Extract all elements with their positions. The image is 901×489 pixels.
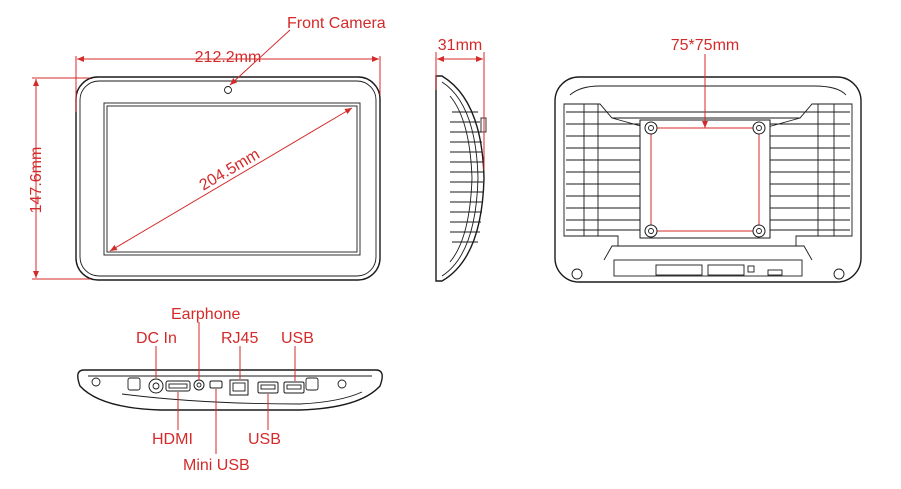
dc-in-port bbox=[148, 378, 164, 394]
depth-dimension-label: 31mm bbox=[438, 37, 482, 54]
width-dimension-label: 212.2mm bbox=[195, 49, 262, 66]
bottom-view: Earphone DC In RJ45 USB HDMI USB Mini US… bbox=[77, 306, 383, 474]
earphone-port bbox=[193, 379, 205, 391]
front-view: 212.2mm 147.6mm 204.5mm Front Camera bbox=[28, 15, 386, 281]
rj45-label: RJ45 bbox=[221, 330, 258, 347]
usb-label-top: USB bbox=[281, 330, 314, 347]
hdmi-label: HDMI bbox=[152, 431, 193, 448]
height-dimension-label: 147.6mm bbox=[28, 147, 45, 214]
screen-area bbox=[103, 102, 361, 256]
earphone-label: Earphone bbox=[171, 306, 240, 323]
front-camera-icon bbox=[224, 86, 232, 94]
front-camera-label: Front Camera bbox=[287, 15, 386, 32]
side-view: 31mm bbox=[435, 37, 487, 282]
tablet-back-body bbox=[554, 76, 862, 283]
diagonal-dimension-label: 204.5mm bbox=[197, 146, 263, 195]
mini-usb-port bbox=[209, 380, 223, 389]
usb-label-bottom: USB bbox=[248, 431, 281, 448]
mini-usb-label: Mini USB bbox=[183, 457, 250, 474]
back-view: 75*75mm bbox=[554, 37, 862, 283]
side-grille bbox=[450, 111, 483, 243]
tablet-front-body bbox=[75, 76, 381, 281]
hdmi-port bbox=[165, 380, 191, 392]
vesa-holes bbox=[644, 121, 766, 238]
dc-in-label: DC In bbox=[136, 330, 177, 347]
vesa-dimension-label: 75*75mm bbox=[671, 37, 739, 54]
tablet-bottom-body bbox=[77, 369, 383, 411]
tablet-side-body bbox=[435, 75, 485, 282]
